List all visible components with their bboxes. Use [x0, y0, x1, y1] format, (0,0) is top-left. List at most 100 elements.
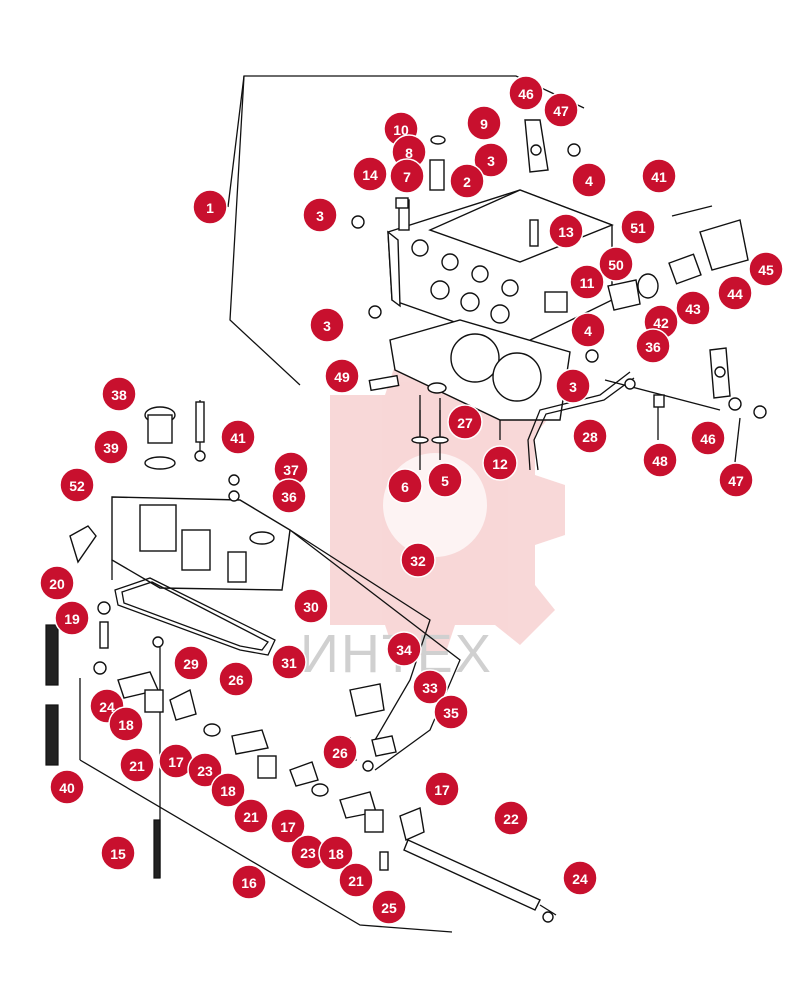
rocker-shaft [403, 839, 557, 916]
callout-13: 13 [548, 213, 584, 249]
callout-label: 3 [569, 379, 577, 395]
callout-circle [675, 290, 711, 326]
callout-circle [324, 358, 360, 394]
callout-label: 51 [630, 220, 646, 236]
callout-label: 43 [685, 301, 701, 317]
callout-2: 2 [449, 163, 485, 199]
callout-52: 52 [59, 467, 95, 503]
callout-circle [508, 75, 544, 111]
callout-41: 41 [220, 419, 256, 455]
callout-label: 21 [129, 758, 145, 774]
callout-circle [570, 312, 606, 348]
callout-label: 19 [64, 611, 80, 627]
callout-label: 3 [487, 153, 495, 169]
callout-49: 49 [324, 358, 360, 394]
callout-28: 28 [572, 418, 608, 454]
callout-24: 24 [562, 860, 598, 896]
callout-circle [338, 862, 374, 898]
callout-label: 47 [728, 473, 744, 489]
callout-label: 17 [168, 754, 184, 770]
callout-label: 6 [401, 479, 409, 495]
callout-21: 21 [119, 747, 155, 783]
callout-41: 41 [641, 158, 677, 194]
callout-circle [220, 419, 256, 455]
callout-label: 13 [558, 224, 574, 240]
callout-33: 33 [412, 669, 448, 705]
callout-23: 23 [187, 752, 223, 788]
callout-circle [39, 565, 75, 601]
callout-9: 9 [466, 105, 502, 141]
callout-circle [322, 734, 358, 770]
callout-3: 3 [309, 307, 345, 343]
callout-30: 30 [293, 588, 329, 624]
callout-circle [562, 860, 598, 896]
callout-1: 1 [192, 189, 228, 225]
callout-circle [433, 694, 469, 730]
callout-18: 18 [318, 835, 354, 871]
callout-label: 16 [241, 875, 257, 891]
callout-label: 40 [59, 780, 75, 796]
callout-label: 34 [396, 642, 412, 658]
cylinder-head [387, 189, 614, 346]
callout-circle [54, 600, 90, 636]
callout-label: 44 [727, 286, 743, 302]
callout-label: 36 [281, 489, 297, 505]
callout-label: 8 [405, 145, 413, 161]
callout-32: 32 [400, 542, 436, 578]
callout-47: 47 [718, 462, 754, 498]
callout-circle [718, 462, 754, 498]
callout-label: 27 [457, 415, 473, 431]
callout-label: 17 [434, 782, 450, 798]
callout-circle [187, 752, 223, 788]
callout-circle [635, 328, 671, 364]
callout-circle [424, 771, 460, 807]
callout-label: 24 [572, 871, 588, 887]
callout-label: 21 [348, 873, 364, 889]
callout-43: 43 [675, 290, 711, 326]
callout-18: 18 [108, 706, 144, 742]
callout-label: 38 [111, 387, 127, 403]
callout-label: 9 [480, 116, 488, 132]
callout-label: 18 [328, 846, 344, 862]
callout-11: 11 [569, 264, 605, 300]
callout-circle [302, 197, 338, 233]
callout-15: 15 [100, 835, 136, 871]
callout-label: 52 [69, 478, 85, 494]
callout-circle [93, 429, 129, 465]
callout-label: 17 [280, 819, 296, 835]
callout-label: 41 [651, 169, 667, 185]
callout-23: 23 [290, 834, 326, 870]
callout-35: 35 [433, 694, 469, 730]
callout-circle [386, 631, 422, 667]
callout-label: 2 [463, 174, 471, 190]
callout-label: 5 [441, 473, 449, 489]
callout-circle [717, 275, 753, 311]
callout-label: 28 [582, 429, 598, 445]
callout-label: 10 [393, 122, 409, 138]
callout-3: 3 [473, 142, 509, 178]
callout-circle [49, 769, 85, 805]
lifting-eyes [524, 119, 731, 399]
callout-circle [449, 163, 485, 199]
callout-circle [371, 889, 407, 925]
callout-circle [427, 462, 463, 498]
callout-label: 1 [206, 200, 214, 216]
callout-circle [569, 264, 605, 300]
callout-label: 46 [700, 431, 716, 447]
callout-4: 4 [570, 312, 606, 348]
push-rods [45, 624, 59, 766]
callout-label: 35 [443, 705, 459, 721]
callout-label: 23 [197, 763, 213, 779]
callout-circle [412, 669, 448, 705]
callout-21: 21 [233, 798, 269, 834]
callout-5: 5 [427, 462, 463, 498]
callout-label: 11 [580, 275, 595, 291]
callout-12: 12 [482, 445, 518, 481]
callout-14: 14 [352, 156, 388, 192]
callout-circle [543, 92, 579, 128]
callout-label: 21 [243, 809, 259, 825]
callout-40: 40 [49, 769, 85, 805]
callout-circle [620, 209, 656, 245]
callout-label: 30 [303, 599, 319, 615]
